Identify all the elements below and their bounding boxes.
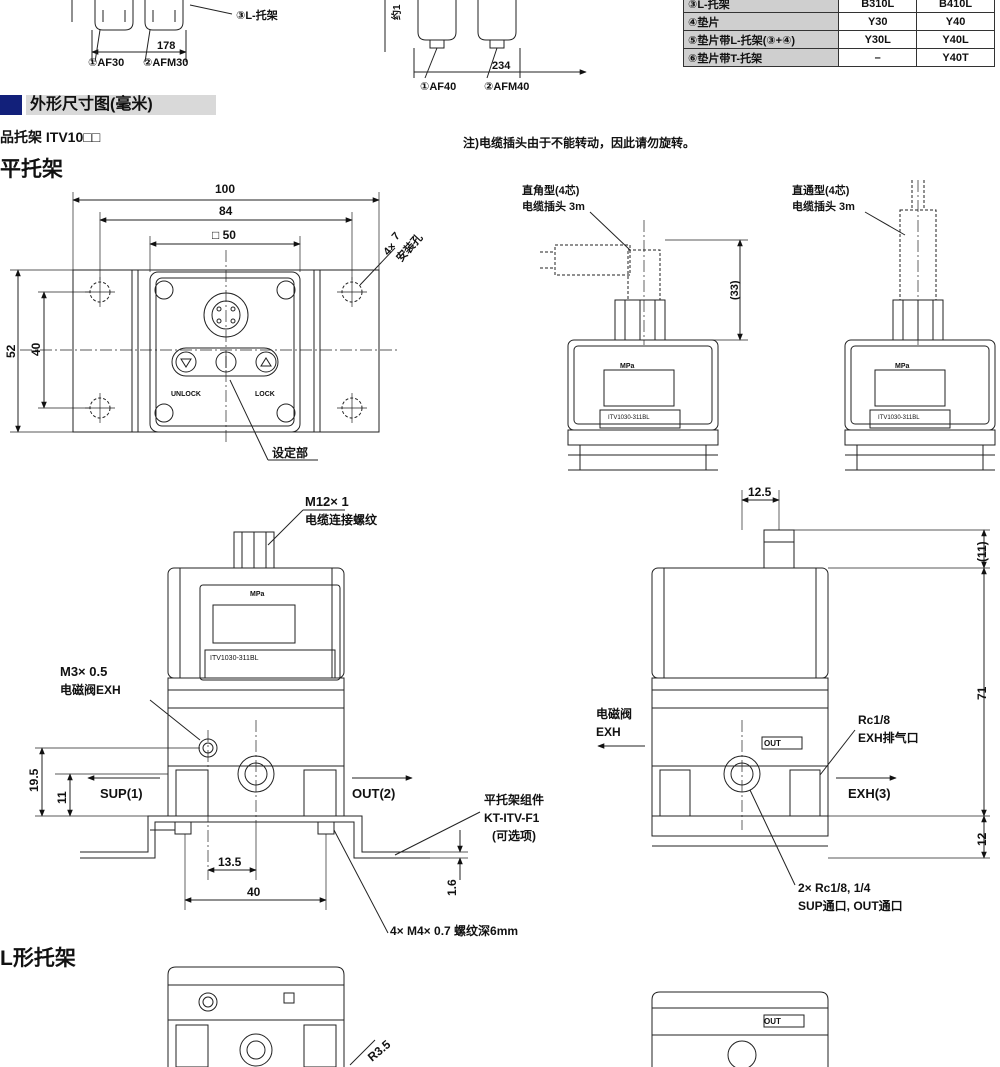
straight-connector-view [844,180,996,471]
front-view [35,509,481,934]
screw-note: 4× M4× 0.7 螺纹深6mm [390,923,518,938]
parts-name-cell: ⑤垫片带L-托架(③+④) [682,30,840,49]
setting-part-label: 设定部 [272,445,308,460]
l-bracket-views [167,966,829,1067]
parts-col-a-cell: Y30L [838,30,918,49]
bracket-line: 品托架 ITV10□□ [0,129,101,145]
top-left-lbracket: ③L-托架 [236,8,278,22]
mpa-label-c: MPa [250,591,265,598]
kit-option: (可选项) [492,828,536,843]
dim-50: □ 50 [212,228,236,242]
lbracket-out-badge: OUT [764,1017,781,1026]
top-left-item-1: ①AF30 [88,57,124,69]
dim-1-6: 1.6 [445,879,459,896]
dim-84: 84 [219,204,233,218]
parts-name-cell: ⑥垫片带T-托架 [682,48,840,67]
dim-12-5: 12.5 [748,485,772,499]
top-mid-side-label: 约1 [390,4,403,20]
rc18-label: Rc1/8 [858,713,890,727]
solenoid-label: 电磁阀 [596,706,632,721]
sup-label: SUP(1) [100,786,143,801]
out-label: OUT(2) [352,786,395,801]
dim-13-5: 13.5 [218,855,242,869]
dim-33: (33) [729,280,741,300]
dim-40-vertical: 40 [29,342,43,356]
top-left-item-2: ②AFM30 [143,57,188,69]
side-view [597,490,990,886]
parts-name-cell: ④垫片 [682,12,840,31]
m3-label: M3× 0.5 [60,664,107,679]
parts-col-b-cell: Y40T [916,48,995,67]
top-left-fragment [71,0,233,63]
side-out-badge: OUT [764,739,781,748]
flat-bracket-title: 平托架 [0,158,63,181]
cable-note: 注)电缆插头由于不能转动，因此请勿旋转。 [463,136,695,150]
model-label-b: ITV1030-311BL [878,415,920,421]
model-label-c: ITV1030-311BL [210,655,259,662]
mpa-label-a: MPa [620,363,635,370]
straight-sub: 电缆插头 3m [792,199,855,213]
dim-52: 52 [4,344,18,358]
dim-12: 12 [975,832,989,846]
top-mid-fragment [384,0,587,79]
right-angle-title: 直角型(4芯) [522,183,580,197]
exh-port-label: EXH排气口 [858,730,919,745]
right-angle-sub: 电缆插头 3m [522,199,585,213]
parts-col-a-cell: B310L [838,0,918,13]
dim-100: 100 [215,182,235,196]
top-mid-item-1: ①AF40 [420,81,456,93]
parts-col-a-cell: – [838,48,918,67]
flat-bracket-top-view [10,192,400,461]
m12-sub: 电缆连接螺纹 [305,512,378,527]
model-label-a: ITV1030-311BL [608,415,650,421]
top-mid-dim: 234 [492,60,511,72]
l-bracket-title: L形托架 [0,947,76,970]
unlock-label: UNLOCK [171,391,201,398]
exh3-label: EXH(3) [848,786,891,801]
top-left-dim: 178 [157,40,175,52]
top-mid-item-2: ②AFM40 [484,81,529,93]
ports-sub: SUP通口, OUT通口 [798,898,903,913]
parts-col-a-cell: Y30 [838,12,918,31]
parts-table-row: ⑥垫片带T-托架–Y40T [682,48,995,67]
right-angle-connector-view [540,211,748,471]
holes-label-b: 7 [390,230,403,243]
m3-sub: 电磁阀EXH [60,682,121,697]
dim-19-5: 19.5 [27,768,41,792]
r35-label: R3.5 [365,1037,394,1064]
exh-label: EXH [596,725,621,739]
dim-71: 71 [975,686,989,700]
dim-40: 40 [247,885,261,899]
lock-label: LOCK [255,391,275,398]
kit-code: KT-ITV-F1 [484,811,540,825]
ports-label: 2× Rc1/8, 1/4 [798,881,871,895]
mpa-label-b: MPa [895,363,910,370]
dim-11: 11 [55,791,69,804]
dim-11-paren: (11) [975,541,989,562]
kit-title: 平托架组件 [484,792,544,807]
section-marker [0,95,22,115]
m12-label: M12× 1 [305,494,349,509]
section-title: 外形尺寸图(毫米) [26,95,216,115]
straight-title: 直通型(4芯) [792,183,850,197]
